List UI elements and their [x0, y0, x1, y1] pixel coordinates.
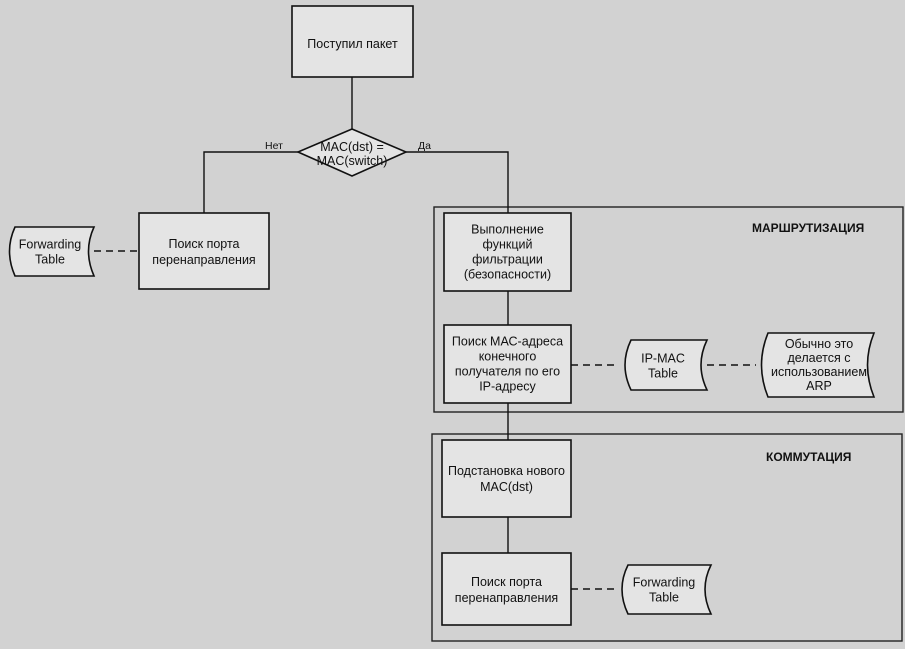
text-line: перенаправления [152, 253, 255, 267]
decision-node-text: MAC(dst) =MAC(switch) [317, 140, 388, 168]
text-line: Поступил пакет [307, 37, 398, 51]
text-line: MAC(dst) = [320, 140, 384, 154]
text-line: перенаправления [455, 591, 558, 605]
decision-node: MAC(dst) =MAC(switch) [295, 128, 409, 177]
routing-section-frame [433, 206, 904, 413]
text-line: Поиск МАС-адреса [452, 335, 563, 349]
text-line: функций [483, 238, 533, 252]
switching-section-label: КОММУТАЦИЯ [766, 450, 851, 464]
text-line: Table [35, 253, 65, 267]
connectors [94, 77, 756, 590]
text-line: ARP [806, 379, 832, 393]
text-line: фильтрации [472, 253, 543, 267]
text-line: IP-адресу [479, 380, 536, 394]
text-line: Поиск порта [471, 575, 542, 589]
left-port-search-node: Поиск порта перенаправления [138, 212, 270, 290]
start-node: Поступил пакет [291, 5, 414, 78]
connector-decision-no [203, 151, 298, 213]
left-port-search-text: Поиск порта перенаправления [152, 237, 255, 267]
branch-yes-label: Да [418, 140, 431, 152]
text-line: Forwarding [19, 238, 82, 252]
switching-section-frame [431, 433, 903, 642]
text-line: конечного [479, 350, 537, 364]
text-line: Поиск порта [168, 237, 239, 251]
text-line: Table [648, 367, 678, 381]
text-line: (безопасности) [464, 268, 551, 282]
text-line: Forwarding [633, 576, 696, 590]
routing-section-label: МАРШРУТИЗАЦИЯ [752, 221, 864, 235]
text-line: использованием [771, 365, 867, 379]
text-line: делается с [788, 351, 851, 365]
text-line: Обычно это [785, 337, 853, 351]
start-node-text: Поступил пакет [307, 37, 398, 51]
text-line: получателя по его [455, 365, 560, 379]
text-line: MAC(switch) [317, 154, 388, 168]
text-line: Table [649, 591, 679, 605]
text-line: MAC(dst) [480, 480, 533, 494]
text-line: Подстановка нового [448, 464, 565, 478]
right-port-search-node: Поиск порта перенаправления [441, 552, 572, 626]
right-port-search-text: Поиск порта перенаправления [455, 575, 558, 605]
text-line: Выполнение [471, 223, 544, 237]
text-line: IP-MAC [641, 352, 685, 366]
branch-no-label: Нет [265, 140, 283, 152]
connector-decision-yes [406, 151, 509, 213]
